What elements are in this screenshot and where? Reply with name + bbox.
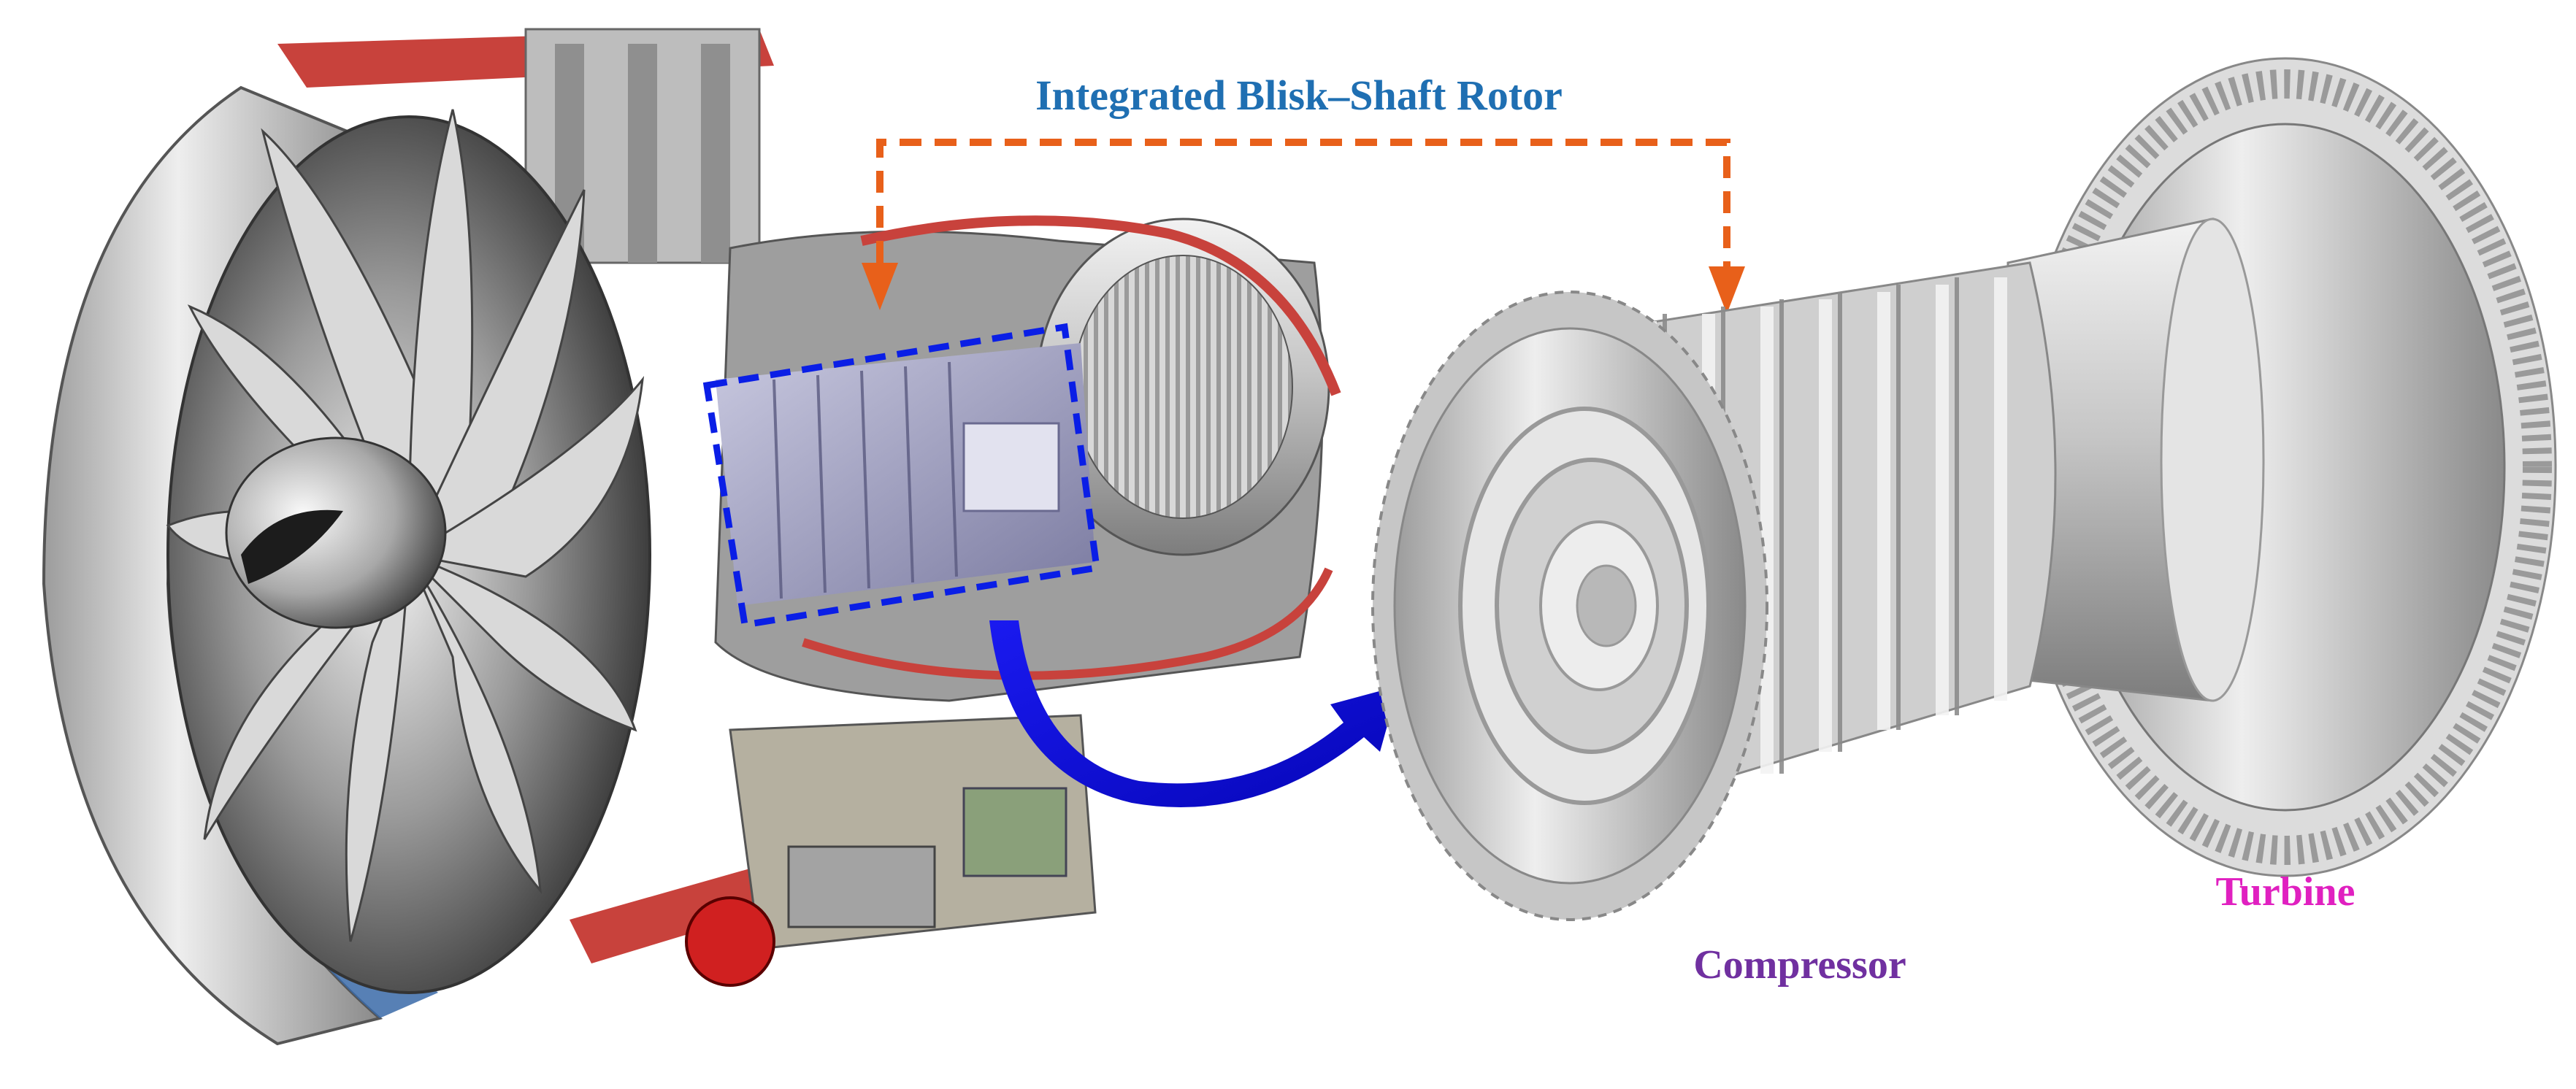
orange-arrowhead-right (1709, 266, 1745, 314)
highlight-box (702, 323, 1101, 629)
diagram-title: Integrated Blisk–Shaft Rotor (1035, 72, 1563, 119)
blue-curved-arrow (989, 620, 1398, 807)
turbine-label: Turbine (2216, 869, 2355, 915)
orange-arrowhead-left (862, 263, 898, 310)
compressor-label: Compressor (1693, 942, 1906, 988)
blisk-shaft-rotor-icon (1371, 57, 2557, 921)
turbofan-engine-cutaway-icon (42, 28, 1341, 1046)
orange-dashed-arrow (862, 139, 1745, 314)
